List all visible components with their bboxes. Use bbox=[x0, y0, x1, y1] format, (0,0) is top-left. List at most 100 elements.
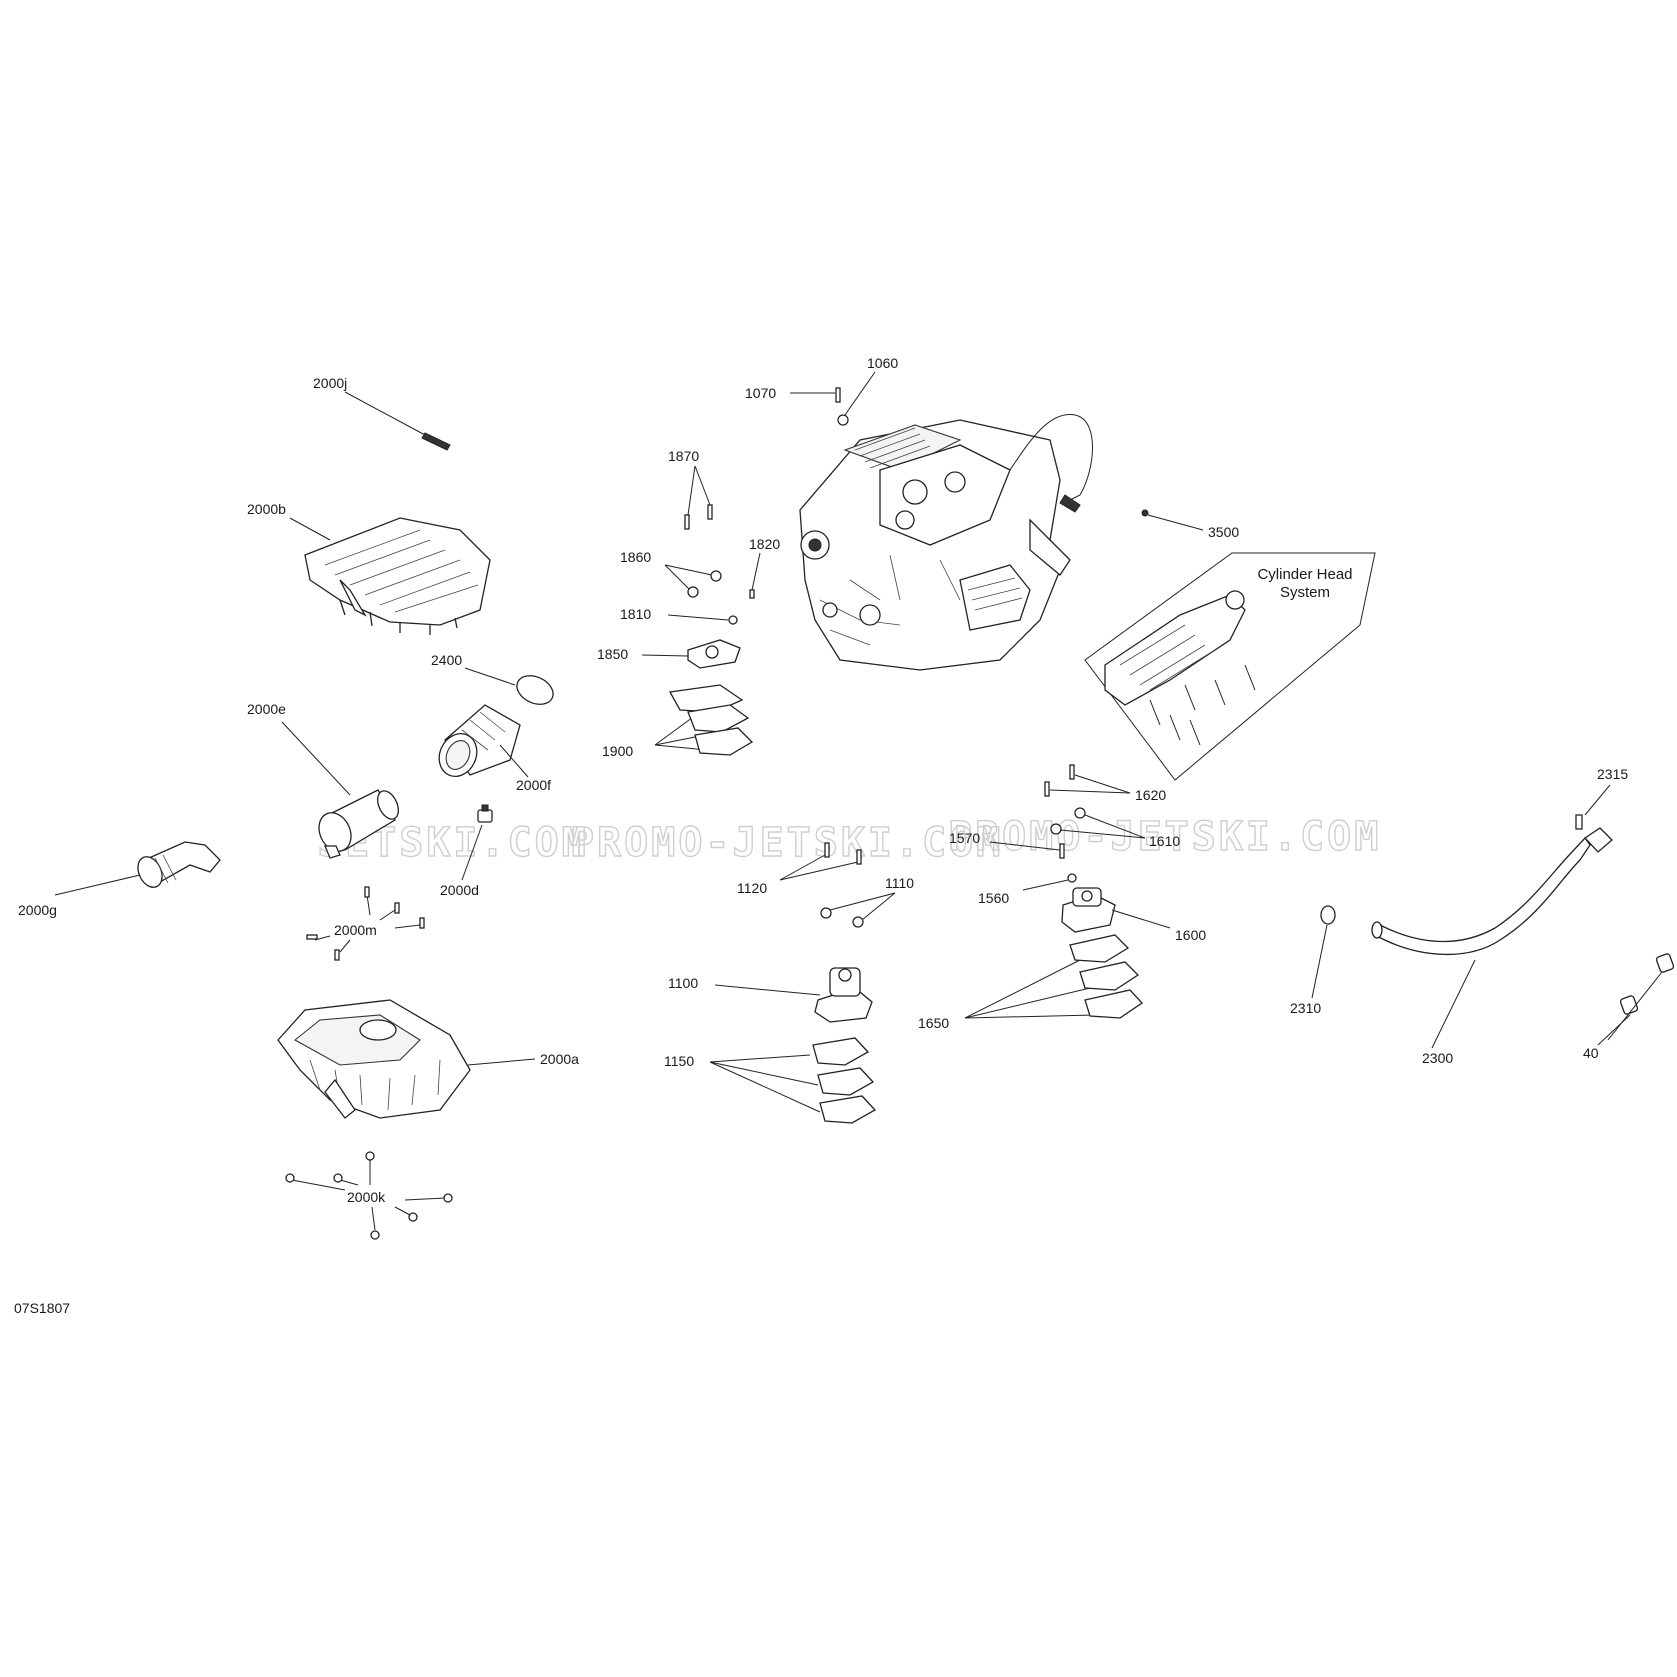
watermark-center: PROMO-JETSKI.COM bbox=[570, 820, 1003, 866]
elbow-2000g[interactable] bbox=[133, 841, 221, 891]
bolt-1070[interactable] bbox=[835, 387, 841, 403]
callout-1060: 1060 bbox=[867, 355, 898, 371]
callout-1810: 1810 bbox=[620, 606, 651, 622]
engine-assembly[interactable] bbox=[799, 414, 1093, 671]
callout-1620: 1620 bbox=[1135, 787, 1166, 803]
leader-2000a bbox=[467, 1058, 536, 1066]
diagram-code: 07S1807 bbox=[14, 1300, 70, 1316]
leader-1860-b bbox=[664, 564, 691, 591]
shims-1150[interactable] bbox=[812, 1037, 877, 1124]
leader-1150-b bbox=[709, 1061, 819, 1086]
leader-1650-b bbox=[964, 987, 1091, 1019]
bolt-1620-a[interactable] bbox=[1069, 764, 1075, 780]
washer-1860-a[interactable] bbox=[710, 570, 722, 582]
callout-2400: 2400 bbox=[431, 652, 462, 668]
tube-2000e[interactable] bbox=[313, 788, 403, 859]
leader-1120-b bbox=[779, 861, 859, 881]
callout-1150: 1150 bbox=[664, 1053, 694, 1069]
callout-1560: 1560 bbox=[978, 890, 1009, 906]
leader-2400 bbox=[464, 667, 516, 686]
callout-1070: 1070 bbox=[745, 385, 776, 401]
callout-1110: 1110 bbox=[885, 875, 914, 891]
clamp-2400[interactable] bbox=[512, 670, 557, 710]
leader-1820 bbox=[751, 552, 761, 591]
washer-1110-b[interactable] bbox=[852, 916, 864, 928]
bolts-2000m[interactable] bbox=[306, 886, 425, 961]
hose-2300[interactable] bbox=[1371, 827, 1613, 956]
plug-3500[interactable] bbox=[1141, 509, 1149, 517]
leader-1810 bbox=[667, 614, 729, 621]
callout-1650: 1650 bbox=[918, 1015, 949, 1031]
bolt-1620-b[interactable] bbox=[1044, 781, 1050, 797]
washer-1810[interactable] bbox=[728, 615, 738, 625]
leader-1860-a bbox=[664, 564, 713, 576]
leader-2000k-e bbox=[394, 1206, 411, 1216]
cylinder-head-label-line1: Cylinder Head bbox=[1257, 566, 1352, 583]
leader-1610-b bbox=[1059, 829, 1146, 839]
intake-cover-2000b[interactable] bbox=[304, 517, 491, 635]
mount-1600[interactable] bbox=[1061, 887, 1116, 933]
callout-1860: 1860 bbox=[620, 549, 651, 565]
cylinder-head-system-box[interactable]: Cylinder Head System bbox=[1084, 552, 1376, 781]
washer-1560[interactable] bbox=[1067, 873, 1077, 883]
leader-2000m-a bbox=[366, 894, 371, 916]
washer-1610-a[interactable] bbox=[1074, 807, 1086, 819]
bolt-1570[interactable] bbox=[1059, 843, 1065, 859]
bolt-1120-a[interactable] bbox=[824, 842, 830, 858]
shims-1650[interactable] bbox=[1069, 934, 1143, 1019]
leader-1600 bbox=[1111, 909, 1171, 929]
mount-1100[interactable] bbox=[814, 967, 873, 1023]
leader-1610-a bbox=[1084, 814, 1146, 839]
washer-1110-a[interactable] bbox=[820, 907, 832, 919]
leader-1870-b bbox=[694, 465, 711, 506]
callout-2000m: 2000m bbox=[334, 922, 377, 938]
fittings-40[interactable] bbox=[1619, 953, 1675, 1015]
leader-1120-a bbox=[779, 854, 826, 881]
fitting-2000d[interactable] bbox=[477, 804, 493, 823]
callout-2300: 2300 bbox=[1422, 1050, 1453, 1066]
callout-40: 40 bbox=[1583, 1045, 1599, 1061]
leader-2000k-f bbox=[371, 1206, 376, 1231]
callout-2000g: 2000g bbox=[18, 902, 57, 918]
callout-1850: 1850 bbox=[597, 646, 628, 662]
callout-2315: 2315 bbox=[1597, 766, 1628, 782]
callout-1600: 1600 bbox=[1175, 927, 1206, 943]
leader-1870-a bbox=[687, 465, 696, 516]
gasket-2000j[interactable] bbox=[421, 432, 451, 451]
callout-1820: 1820 bbox=[749, 536, 780, 552]
leader-2000d bbox=[461, 824, 483, 881]
leader-2315 bbox=[1584, 784, 1611, 816]
callout-1570: 1570 bbox=[949, 830, 980, 846]
callout-2310: 2310 bbox=[1290, 1000, 1321, 1016]
leader-2310 bbox=[1311, 924, 1328, 999]
bolts-2000k[interactable] bbox=[285, 1151, 453, 1240]
callout-1900: 1900 bbox=[602, 743, 633, 759]
leader-1150-a bbox=[709, 1054, 811, 1063]
leader-1650-c bbox=[964, 1014, 1096, 1019]
oil-pan-2000a[interactable] bbox=[277, 999, 471, 1119]
shims-1900[interactable] bbox=[668, 684, 754, 756]
pin-1820[interactable] bbox=[749, 589, 755, 599]
callout-1870: 1870 bbox=[668, 448, 699, 464]
washer-1860-b[interactable] bbox=[687, 586, 699, 598]
bolt-1870-a[interactable] bbox=[684, 514, 690, 530]
leader-2000k-d bbox=[404, 1197, 446, 1201]
bolt-1870-b[interactable] bbox=[707, 504, 713, 520]
leader-2000j bbox=[344, 391, 426, 436]
callout-2000e: 2000e bbox=[247, 701, 286, 717]
leader-2000e bbox=[281, 721, 351, 796]
fitting-2315[interactable] bbox=[1575, 814, 1583, 830]
leader-1850 bbox=[641, 654, 689, 657]
leader-1060 bbox=[844, 371, 876, 416]
leader-2000m-b bbox=[379, 909, 396, 921]
leader-40-b bbox=[1607, 971, 1663, 1041]
washer-1610-b[interactable] bbox=[1050, 823, 1062, 835]
boot-2000f[interactable] bbox=[432, 704, 521, 783]
callout-2000d: 2000d bbox=[440, 882, 479, 898]
bolt-1120-b[interactable] bbox=[856, 849, 862, 865]
washer-1060[interactable] bbox=[837, 414, 849, 426]
callout-1100: 1100 bbox=[668, 975, 698, 991]
clamp-2310[interactable] bbox=[1320, 905, 1336, 925]
callout-2000j: 2000j bbox=[313, 375, 347, 391]
mount-1850[interactable] bbox=[687, 639, 741, 669]
